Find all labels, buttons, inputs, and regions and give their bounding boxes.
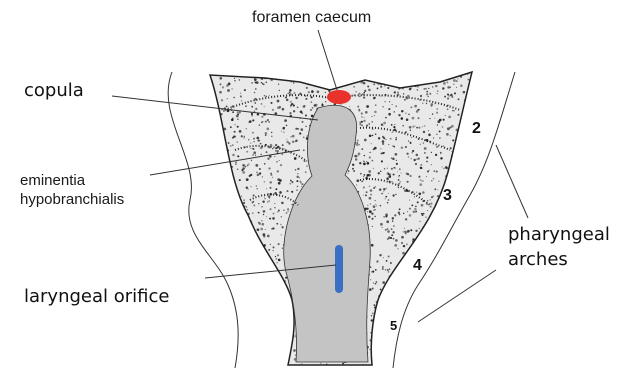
copula-label: copula (24, 80, 84, 101)
arch-number-3: 3 (443, 187, 452, 204)
eminentia-label-line2: hypobranchialis (20, 191, 124, 208)
arch-number-4: 4 (413, 257, 422, 274)
pharyngeal-floor (204, 69, 476, 371)
pharyngeal-arches-label-line1: pharyngeal (508, 224, 610, 245)
pharyngeal-arches-label-line2: arches (508, 249, 568, 270)
arch-number-2: 2 (472, 120, 481, 137)
laryngeal-orifice-label: laryngeal orifice (24, 286, 169, 307)
foramen-caecum-marker (327, 90, 351, 104)
foramen-caecum-leader (318, 30, 337, 90)
foramen-caecum-label: foramen caecum (252, 9, 371, 26)
pharyngeal-arches-leader-lower (418, 270, 496, 322)
eminentia-label-line1: eminentia (20, 172, 86, 189)
pharyngeal-arches-leader-upper (496, 145, 528, 218)
laryngeal-orifice-marker (335, 245, 343, 293)
arch-number-5: 5 (390, 318, 397, 333)
